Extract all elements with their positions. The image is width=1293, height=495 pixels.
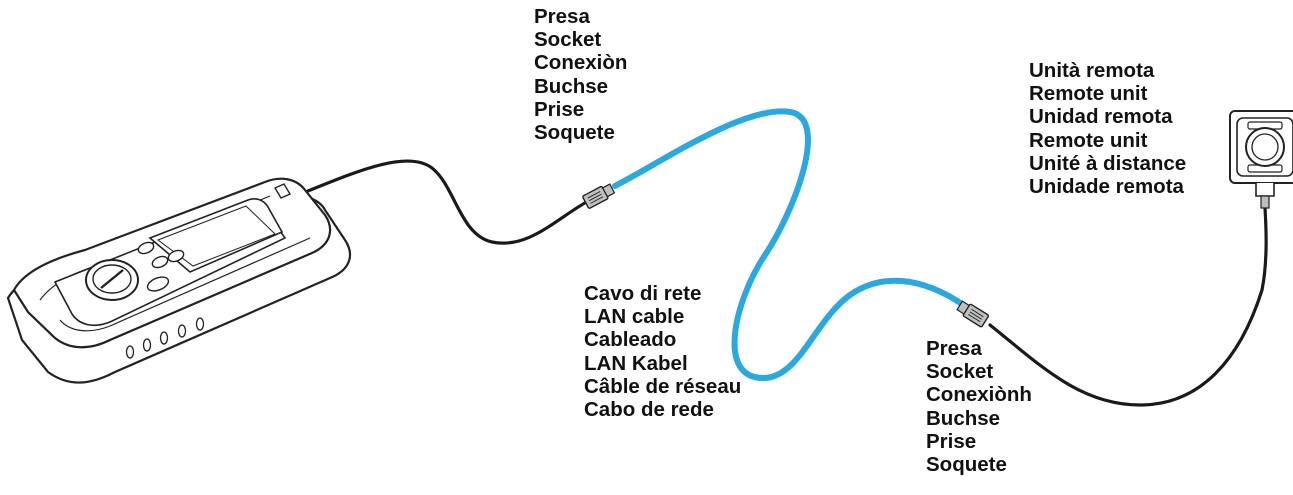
lan-cable (612, 108, 968, 382)
rj45-plug-bottom (956, 300, 990, 328)
label-line: Cabo de rede (584, 398, 714, 422)
label-socket-top: Presa Socket Conexiòn Buchse Prise Soque… (534, 5, 627, 144)
label-line: Socket (534, 28, 602, 52)
remote-lead-cable (988, 206, 1268, 407)
label-line: Prise (534, 97, 585, 121)
label-line: Soquete (534, 121, 615, 145)
label-line: Cableado (584, 328, 677, 352)
label-line: Presa (534, 5, 590, 28)
label-line: Buchse (926, 406, 1001, 430)
label-line: Câble de réseau (584, 374, 742, 398)
label-socket-bottom: Presa Socket Conexiònh Buchse Prise Soqu… (926, 337, 1032, 476)
label-line: Socket (926, 360, 994, 384)
label-line: Remote unit (1029, 82, 1148, 106)
label-line: Prise (926, 429, 977, 453)
label-lan-cable: Cavo di rete LAN cable Cableado LAN Kabe… (584, 282, 741, 421)
handheld-tester (6, 177, 352, 384)
label-line: LAN Kabel (584, 351, 688, 375)
label-line: Unité à distance (1029, 151, 1187, 175)
label-line: Unidade remota (1029, 175, 1184, 199)
label-line: Unità remota (1029, 59, 1155, 82)
label-line: Conexiòn (534, 51, 628, 75)
label-remote-unit: Unità remota Remote unit Unidad remota R… (1029, 59, 1186, 198)
label-line: Cavo di rete (584, 282, 702, 305)
label-line: Remote unit (1029, 128, 1148, 152)
label-line: Buchse (534, 74, 609, 98)
remote-unit-device (1229, 110, 1293, 209)
tester-lead-cable (306, 159, 594, 245)
rj45-plug-top (582, 183, 616, 209)
label-line: LAN cable (584, 305, 685, 329)
label-line: Presa (926, 337, 982, 360)
label-line: Unidad remota (1029, 105, 1173, 129)
label-line: Conexiònh (926, 383, 1032, 407)
label-line: Soquete (926, 453, 1007, 477)
